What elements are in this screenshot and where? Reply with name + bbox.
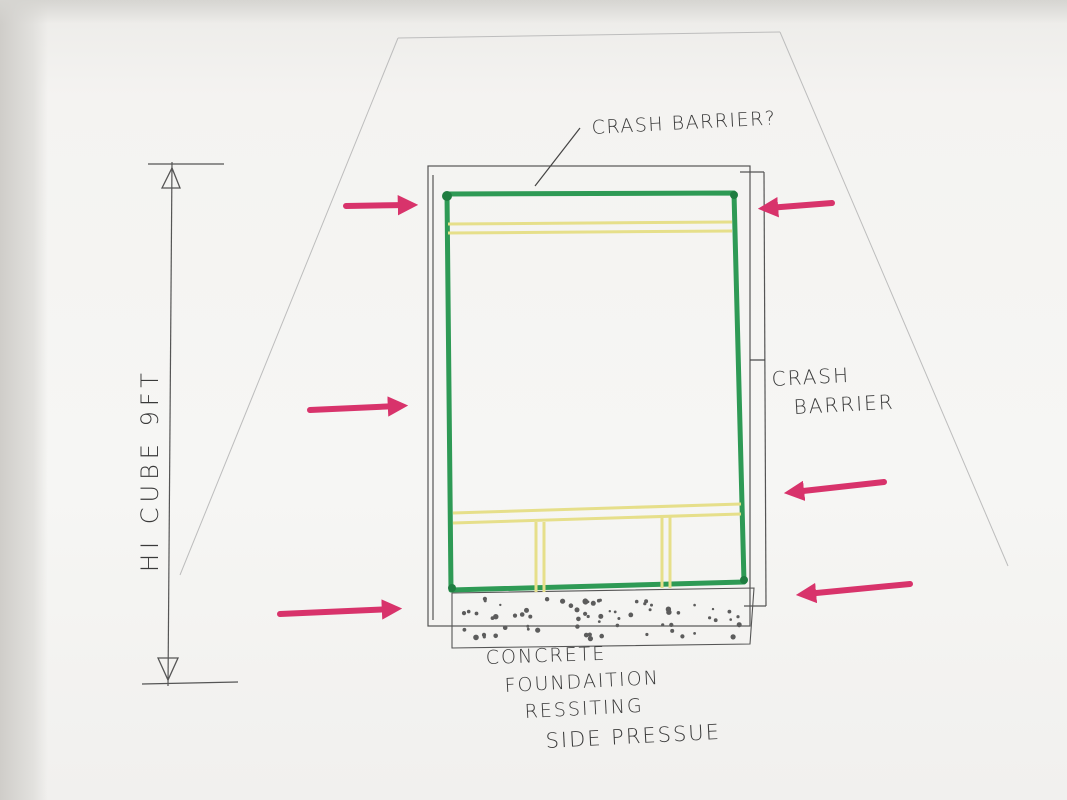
concrete-dot [466, 609, 471, 614]
arrow-icon [783, 479, 887, 502]
concrete-dot [576, 616, 581, 622]
concrete-dot [473, 634, 479, 641]
concrete-dot [490, 616, 495, 620]
concrete-dot [669, 622, 674, 628]
pressure-arrows [277, 194, 913, 620]
concrete-dot [596, 598, 601, 603]
arrow-icon [307, 396, 409, 417]
concrete-dot [650, 603, 653, 607]
concrete-dot [499, 603, 502, 607]
concrete-dot [736, 615, 740, 619]
crash-barrier-side-label-line2: BARRIER [793, 390, 895, 419]
concrete-dot [608, 610, 611, 613]
concrete-dot [727, 609, 732, 614]
concrete-dot [598, 613, 604, 619]
concrete-dot [502, 625, 508, 630]
arrow-icon [277, 599, 403, 620]
concrete-dot [587, 636, 594, 642]
concrete-dot [535, 627, 541, 633]
concrete-dot [575, 624, 580, 629]
concrete-dot [670, 628, 675, 633]
concrete-dot [713, 618, 718, 623]
concrete-dot [586, 614, 590, 619]
paper-edge-shadow [0, 0, 48, 800]
concrete-dot [729, 618, 732, 621]
concrete-dot [615, 623, 620, 628]
concrete-dot [693, 603, 696, 607]
concrete-dot [661, 623, 665, 627]
concrete-dot [519, 612, 525, 617]
concrete-dot [482, 635, 486, 639]
perspective-lines [179, 31, 1009, 576]
concrete-dot [597, 620, 601, 623]
concrete-dot [693, 632, 696, 635]
concrete-dot [493, 633, 499, 639]
concrete-dot [628, 612, 634, 618]
crash-barrier-side-label-line1: CRASH [771, 363, 851, 391]
concrete-dot [583, 611, 588, 616]
height-label: HI CUBE 9FT [136, 368, 164, 572]
concrete-dot [645, 632, 649, 637]
concrete-dot [680, 634, 685, 639]
concrete-dot [666, 609, 672, 615]
concrete-dot [613, 610, 617, 614]
concrete-dot [574, 607, 580, 613]
foundation-label-line2: FOUNDAITION [504, 667, 660, 697]
concrete-dot [708, 616, 712, 620]
leader-lines [534, 127, 765, 361]
concrete-dot [524, 607, 529, 613]
concrete-dot [590, 600, 596, 606]
arrow-icon [343, 194, 419, 216]
foundation-label-line4: SIDE PRESSUE [545, 720, 721, 753]
foundation-label-line3: RESSITING [524, 695, 644, 723]
concrete-dot [711, 607, 715, 611]
concrete-dot [583, 632, 589, 638]
concrete-dot [526, 624, 530, 628]
concrete-dot [493, 614, 499, 620]
concrete-dot [462, 627, 467, 632]
arrow-icon [795, 581, 913, 604]
concrete-dot [737, 624, 741, 628]
concrete-dot [730, 634, 736, 640]
crash-barrier-frame [427, 165, 767, 627]
concrete-foundation [451, 587, 755, 649]
crash-barrier-top-label: CRASH BARRIER? [591, 107, 777, 139]
concrete-dot [582, 598, 589, 604]
container-corner-dots [442, 191, 748, 592]
concrete-dot [634, 599, 639, 604]
concrete-dot [526, 627, 530, 631]
concrete-dot [676, 611, 681, 615]
height-dimension [141, 161, 239, 687]
container-outline [444, 190, 747, 593]
triangle-arrow-icon [156, 166, 181, 682]
concrete-dot [483, 599, 487, 603]
concrete-dot [599, 633, 604, 639]
concrete-dot [512, 613, 518, 618]
concrete-dot [648, 608, 652, 612]
concrete-dot [528, 614, 533, 619]
foundation-label-line1: CONCRETE [485, 643, 606, 669]
concrete-dot [643, 602, 647, 606]
paper-top-shadow [0, 0, 1067, 24]
concrete-dot [461, 611, 467, 616]
concrete-dot [560, 598, 566, 604]
arrow-icon [757, 197, 835, 218]
concrete-dot [568, 603, 574, 608]
concrete-dot [544, 597, 550, 602]
yellow-beams [447, 220, 742, 592]
concrete-dot [474, 611, 479, 616]
concrete-dot [587, 632, 592, 637]
concrete-dot [617, 617, 621, 620]
